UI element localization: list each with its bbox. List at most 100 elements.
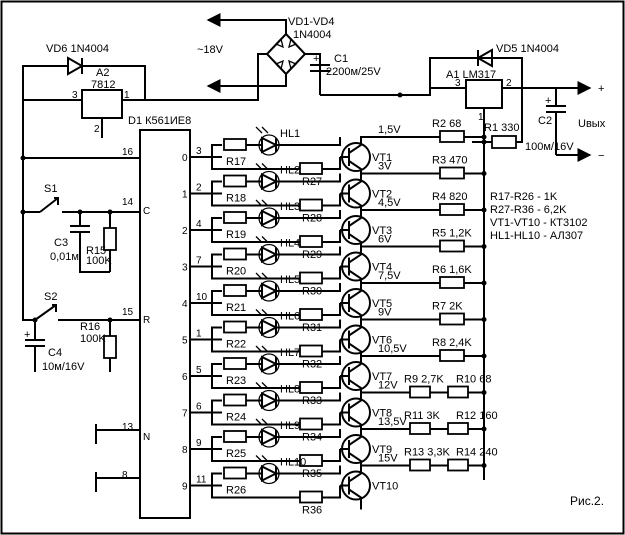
wire-led-to-collector-9 [276, 465, 341, 475]
label-ladder-5: R7 2K [432, 301, 463, 313]
resistor-ladder-2 [439, 203, 465, 216]
wire-led-to-collector-6 [276, 356, 341, 365]
regulator-a2: A2 7812 3 1 2 [23, 67, 145, 138]
r15-label: R15 [86, 245, 106, 257]
label-R25: R25 [226, 448, 246, 460]
label-R23: R23 [226, 375, 246, 387]
wire-emitter-4 [360, 282, 428, 287]
resistor-R20 [223, 247, 247, 261]
led-rays-6 [255, 345, 269, 353]
ic-label: D1 К561ИЕ8 [128, 115, 191, 127]
junction-ladder-8 [481, 426, 487, 432]
voltage-2: 4,5V [378, 197, 401, 209]
counter-ic: D1 К561ИЕ8 16 14 C 15 R 13 N 8 [122, 115, 191, 519]
svg-text:1: 1 [478, 112, 484, 123]
label-R20: R20 [226, 266, 246, 278]
resistor-R36 [299, 490, 323, 504]
capacitor-c3: C3 0,01м [50, 209, 110, 273]
voltage-8: 13,5V [378, 416, 407, 428]
regulator-a1: VD5 1N4004 A1 LM317 3 2 1 + [429, 43, 604, 142]
label-R21: R21 [226, 302, 246, 314]
label-ladder-a-8: R11 3K [404, 410, 441, 422]
voltage-0: 1,5V [378, 124, 401, 136]
resistor-ladder-0 [439, 130, 465, 143]
transistor-leads-9 [340, 469, 362, 510]
note-1: R17-R26 - 1K [490, 191, 558, 203]
wire-emitter-5 [360, 318, 428, 324]
c1-label: C1 [334, 53, 348, 65]
voltage-4: 7,5V [378, 270, 401, 282]
wire-ic-out-4 [190, 290, 300, 316]
resistor-ladder-3 [439, 239, 465, 253]
label-R19: R19 [226, 229, 246, 241]
svg-text:3: 3 [72, 90, 78, 101]
ic-output-1: 1 [182, 190, 188, 201]
wire-led-to-collector-8 [276, 429, 341, 438]
output-label: Uвых [578, 118, 606, 130]
label-ladder-b-9: R14 240 [456, 447, 498, 459]
resistor-R24 [223, 393, 247, 407]
voltage-3: 6V [378, 234, 392, 246]
label-VT2: VT2 [372, 189, 392, 201]
junction-ladder-2 [481, 207, 487, 213]
label-VT1: VT1 [372, 152, 392, 164]
resistor-R32 [299, 344, 323, 358]
resistor-R25 [223, 430, 247, 443]
led-HL4 [261, 245, 279, 264]
label-R26: R26 [226, 485, 246, 497]
ic-output-4: 4 [182, 299, 188, 310]
resistor-r1 [491, 135, 517, 149]
junction-ladder-1 [481, 171, 487, 176]
label-HL3: HL3 [280, 201, 300, 213]
note-2: R27-R36 - 6,2K [490, 204, 567, 216]
resistor-R30 [299, 271, 323, 285]
ic-pin-4: 10 [196, 292, 208, 303]
junction-ladder-9 [481, 463, 487, 468]
label-ladder-3: R5 1,2K [432, 228, 472, 240]
wire-ic-out-7 [190, 399, 300, 426]
resistor-R31 [299, 308, 323, 321]
label-ladder-b-8: R12 160 [456, 410, 498, 422]
label-VT6: VT6 [372, 335, 392, 347]
wire-ic-out-1 [190, 180, 300, 207]
led-rays-3 [255, 236, 269, 243]
wire-base-8 [322, 449, 341, 462]
figure-label: Рис.2. [570, 494, 604, 508]
output-plus: + [598, 83, 604, 95]
resistor-R21 [223, 284, 247, 297]
junction-ladder-3 [481, 244, 487, 249]
ic-pin-5: 1 [196, 329, 202, 340]
svg-text:15: 15 [122, 307, 134, 318]
junction-ladder-5 [481, 317, 487, 322]
led-HL1 [261, 136, 279, 154]
led-HL6 [261, 318, 279, 337]
label-ladder-2: R4 820 [432, 191, 467, 203]
label-HL10: HL10 [280, 457, 306, 469]
ic-pin-8: 9 [196, 438, 202, 449]
resistor-r15: R15 100K [86, 209, 117, 272]
voltage-7: 12V [378, 380, 398, 392]
voltage-1: 3V [378, 161, 392, 173]
label-VT10: VT10 [372, 481, 398, 493]
output-minus: − [598, 150, 604, 162]
label-ladder-1: R3 470 [432, 155, 467, 167]
label-HL4: HL4 [280, 238, 300, 250]
ic-output-2: 2 [182, 226, 188, 237]
c3-value: 0,01м [50, 251, 79, 263]
wire-emitter-8 [360, 428, 428, 433]
label-VT7: VT7 [372, 371, 392, 383]
led-rays-7 [255, 382, 269, 389]
junction-ladder-7 [481, 390, 487, 395]
capacitor-c1: + C1 2200м/25V [305, 53, 381, 78]
c2-label: C2 [538, 115, 552, 127]
label-HL7: HL7 [280, 347, 300, 359]
resistor-ladder-b-9 [447, 458, 469, 472]
led-HL7 [261, 355, 279, 373]
led-HL2 [261, 172, 279, 191]
pin13-stub [95, 424, 140, 444]
svg-text:+: + [24, 329, 30, 341]
wire-emitter-3 [360, 245, 428, 251]
led-rays-9 [255, 455, 269, 462]
